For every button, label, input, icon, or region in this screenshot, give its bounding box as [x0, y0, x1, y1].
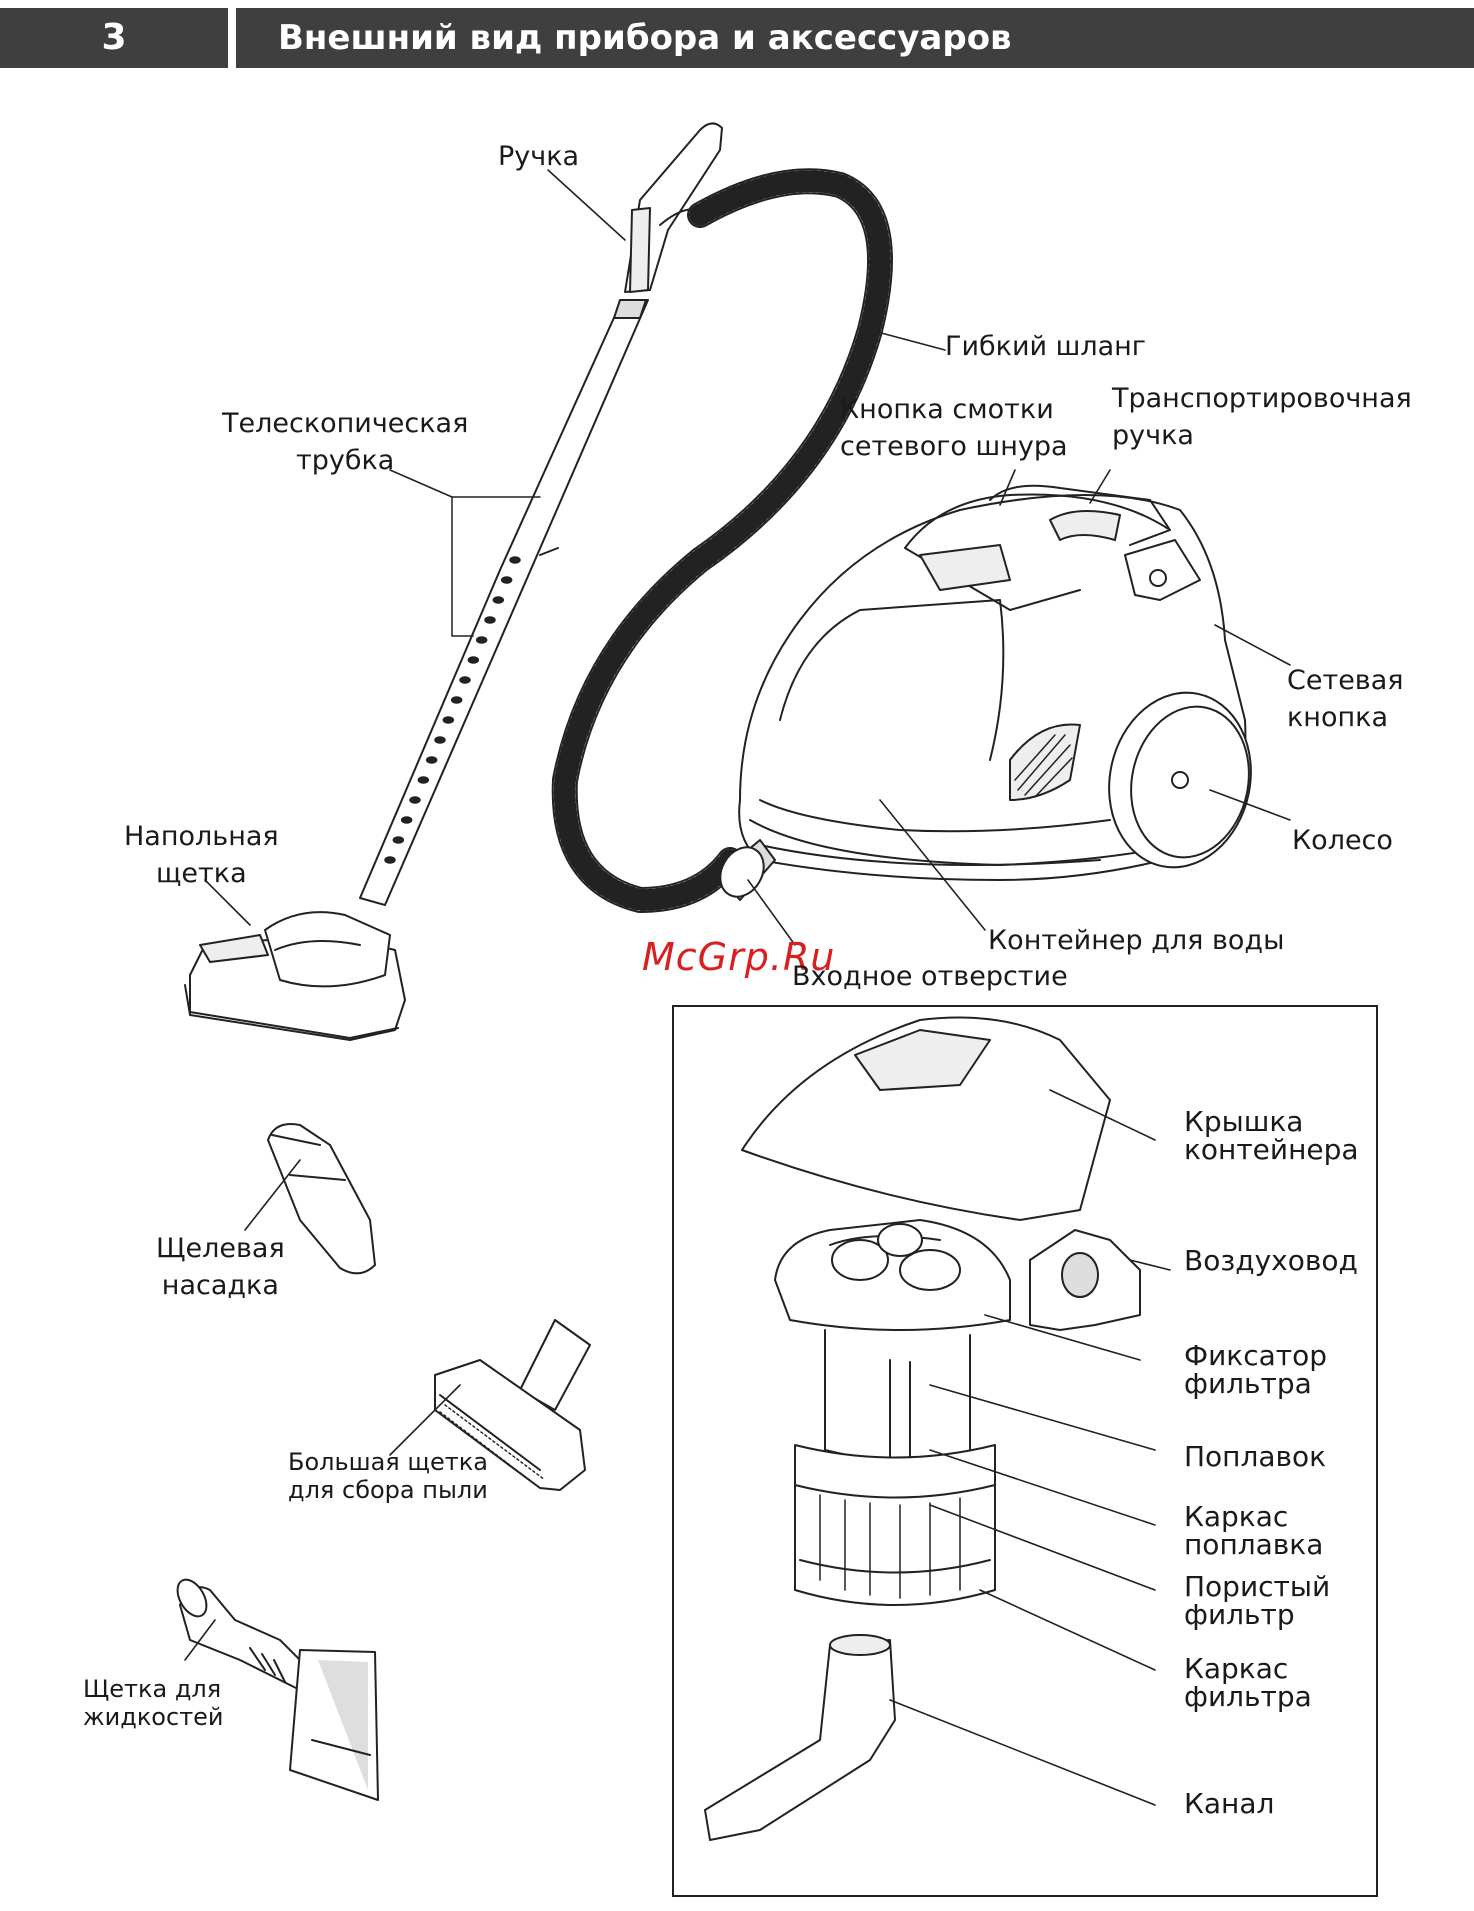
label-porous-filter-line1: Пористый — [1184, 1570, 1331, 1603]
exploded-view-frame — [672, 1005, 1378, 1897]
label-float-frame-line2: поплавка — [1184, 1528, 1324, 1561]
tube-hole — [384, 856, 396, 864]
label-filter-frame-line2: фильтра — [1184, 1680, 1312, 1713]
tube-hole — [400, 816, 413, 824]
label-power-button-line2: кнопка — [1287, 702, 1388, 733]
label-float: Поплавок — [1184, 1440, 1327, 1473]
tube-hole — [442, 716, 455, 724]
section-number: 3 — [0, 8, 228, 68]
label-carry-handle-line2: ручка — [1112, 420, 1194, 451]
wheel-drawing — [1108, 691, 1252, 869]
label-container-lid-line2: контейнера — [1184, 1133, 1359, 1166]
label-dust-brush-line2: для сбора пыли — [288, 1476, 488, 1504]
label-water-container: Контейнер для воды — [988, 925, 1285, 956]
label-liquid-brush-line1: Щетка для — [83, 1675, 222, 1703]
section-title: Внешний вид прибора и аксессуаров — [236, 8, 1474, 68]
leader-lines — [184, 169, 1291, 1806]
label-cord-button-line2: сетевого шнура — [840, 431, 1068, 462]
tube-hole — [500, 576, 513, 584]
label-telescopic-line1: Телескопическая — [222, 408, 469, 439]
label-filter-lock-line1: Фиксатор — [1184, 1339, 1327, 1372]
flexible-hose-drawing — [551, 168, 893, 913]
tube-hole — [434, 736, 446, 744]
label-carry-handle-line1: Транспортировочная — [1112, 383, 1412, 414]
tube-hole — [409, 796, 421, 804]
tube-hole — [467, 656, 480, 664]
label-power-button-line1: Сетевая — [1287, 665, 1404, 696]
tube-hole — [459, 676, 471, 684]
label-handle: Ручка — [498, 141, 580, 172]
label-container-lid: Крышка контейнера — [1184, 1108, 1359, 1164]
label-carry-handle: Транспортировочная ручка — [1112, 380, 1412, 454]
label-filter-lock: Фиксатор фильтра — [1184, 1342, 1327, 1398]
label-floor-brush: Напольная щетка — [124, 818, 279, 892]
label-floor-brush-line2: щетка — [156, 858, 247, 889]
liquid-brush-drawing — [176, 1578, 379, 1801]
page-header: 3 Внешний вид прибора и аксессуаров — [0, 0, 1474, 68]
inlet-drawing — [717, 839, 776, 901]
label-liquid-brush-line2: жидкостей — [83, 1703, 224, 1731]
tube-hole — [509, 556, 521, 564]
tube-hole — [475, 636, 488, 644]
label-inlet: Входное отверстие — [792, 961, 1068, 992]
telescopic-tube-drawing — [359, 299, 649, 906]
label-cord-button-line1: Кнопка смотки — [840, 394, 1054, 425]
label-filter-frame: Каркас фильтра — [1184, 1655, 1312, 1711]
label-floor-brush-line1: Напольная — [124, 821, 279, 852]
crevice-nozzle-drawing — [267, 1123, 376, 1275]
label-wheel: Колесо — [1292, 825, 1393, 856]
tube-hole — [417, 776, 430, 784]
label-crevice-nozzle: Щелевая насадка — [156, 1230, 285, 1304]
tube-hole — [450, 696, 463, 704]
label-porous-filter: Пористый фильтр — [1184, 1573, 1330, 1629]
label-dust-brush-line1: Большая щетка — [288, 1448, 488, 1476]
label-air-duct: Воздуховод — [1184, 1244, 1358, 1277]
label-crevice-nozzle-line2: насадка — [161, 1270, 279, 1301]
floor-brush-drawing — [184, 911, 406, 1041]
dust-brush-drawing — [434, 1319, 591, 1491]
tube-hole — [392, 836, 405, 844]
label-porous-filter-line2: фильтр — [1184, 1598, 1295, 1631]
label-filter-lock-line2: фильтра — [1184, 1367, 1312, 1400]
tube-hole — [484, 616, 496, 624]
watermark: McGrp.Ru — [642, 935, 836, 979]
label-container-lid-line1: Крышка — [1184, 1105, 1304, 1138]
exploded-view-drawing — [704, 1016, 1141, 1841]
label-cord-button: Кнопка смотки сетевого шнура — [840, 391, 1068, 465]
label-crevice-nozzle-line1: Щелевая — [156, 1233, 285, 1264]
tube-hole — [425, 756, 438, 764]
label-filter-frame-line1: Каркас — [1184, 1652, 1289, 1685]
label-dust-brush: Большая щетка для сбора пыли — [288, 1448, 488, 1504]
tube-hole — [492, 596, 505, 604]
label-float-frame-line1: Каркас — [1184, 1500, 1289, 1533]
label-hose: Гибкий шланг — [945, 331, 1146, 362]
label-power-button: Сетевая кнопка — [1287, 662, 1404, 736]
label-liquid-brush: Щетка для жидкостей — [83, 1675, 224, 1731]
label-float-frame: Каркас поплавка — [1184, 1503, 1323, 1559]
label-telescopic: Телескопическая трубка — [222, 405, 468, 479]
label-channel: Канал — [1184, 1787, 1275, 1820]
label-telescopic-line2: трубка — [296, 445, 395, 476]
